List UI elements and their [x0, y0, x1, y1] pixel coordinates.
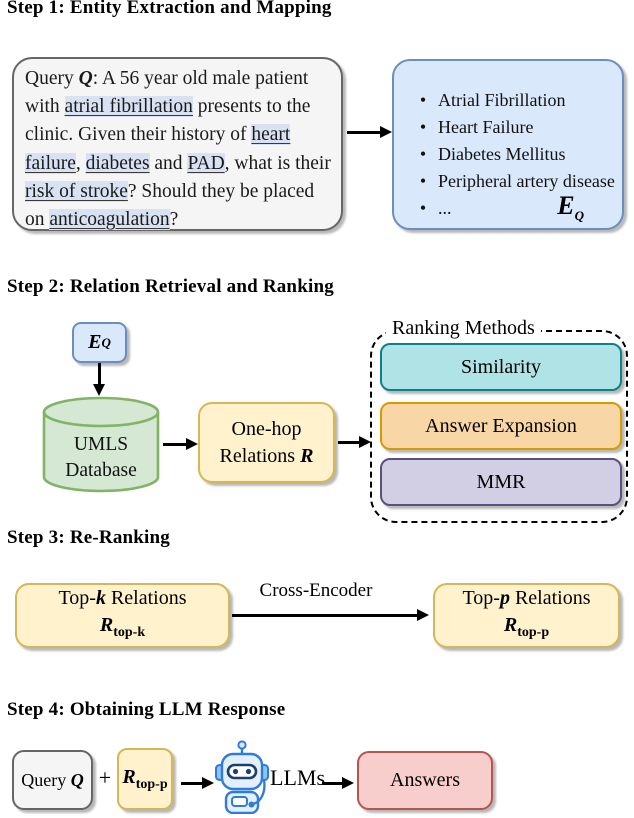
robot-icon: [215, 740, 269, 815]
arrow-query-to-entities: [347, 131, 381, 134]
entity-label: Diabetes Mellitus: [438, 144, 566, 164]
ranking-method-mmr: MMR: [380, 458, 622, 506]
bullet-icon: •: [419, 90, 427, 110]
database-cylinder-icon: [42, 396, 160, 493]
llms-label: LLMs: [270, 765, 325, 790]
entity-list: • Atrial Fibrillation • Heart Failure • Diabe…: [408, 87, 615, 222]
entity-list-item: • Peripheral artery disease: [408, 168, 615, 195]
entity-label: ...: [438, 198, 452, 218]
answers-box: Answers: [357, 751, 493, 810]
topk-relations-box: Top-k Relations Rtop-k: [15, 583, 230, 648]
arrow-onehop-to-ranking: [338, 441, 360, 444]
step2-title: Step 2: Relation Retrieval and Ranking: [7, 276, 334, 297]
highlighted-entity: risk of stroke: [25, 180, 128, 202]
arrow-topk-to-topp: [232, 614, 418, 617]
bullet-icon: •: [419, 144, 427, 164]
query-text-segment: Q: [78, 68, 93, 89]
entity-list-item: • Atrial Fibrillation: [408, 87, 615, 114]
step4-title: Step 4: Obtaining LLM Response: [7, 699, 286, 720]
ranking-methods-title: Ranking Methods: [386, 317, 541, 340]
arrow-eq-to-database: [98, 363, 101, 385]
bullet-icon: •: [419, 171, 427, 191]
query-q-node: Query Q: [12, 750, 93, 810]
bullet-icon: •: [419, 198, 427, 218]
highlighted-entity: diabetes: [85, 152, 150, 174]
ranking-method-similarity: Similarity: [380, 343, 622, 391]
query-text-segment: ? Should they be placed on: [25, 180, 315, 231]
query-text: Query Q: A 56 year old male patient with…: [25, 65, 333, 234]
step1-title: Step 1: Entity Extraction and Mapping: [7, 0, 332, 18]
step3-title: Step 3: Re-Ranking: [7, 527, 171, 548]
entity-list-item: • Diabetes Mellitus: [408, 141, 615, 168]
highlighted-entity: PAD: [187, 152, 225, 174]
arrow-database-to-onehop: [163, 443, 187, 446]
bullet-icon: •: [419, 117, 427, 137]
query-text-segment: : A 56 year old male patient with: [25, 68, 309, 118]
entity-label: Peripheral artery disease: [438, 171, 615, 191]
arrow-inputs-to-llm: [181, 782, 203, 785]
database-label: UMLS Database: [65, 434, 137, 481]
query-text-segment: Query: [25, 68, 79, 89]
ranking-method-answer-expansion: Answer Expansion: [380, 402, 622, 450]
plus-operator: +: [98, 765, 112, 790]
query-text-segment: presents to the clinic. Given their hist…: [25, 96, 311, 146]
topp-relations-box: Top-p Relations Rtop-p: [433, 583, 620, 648]
query-text-segment: ,: [75, 152, 86, 174]
query-text-segment: and: [149, 152, 188, 174]
query-box: Query Q: A 56 year old male patient with…: [12, 57, 343, 231]
cross-encoder-label: Cross-Encoder: [259, 580, 373, 601]
entity-label: Heart Failure: [438, 117, 534, 137]
onehop-relations-box: One-hop Relations R: [198, 402, 335, 483]
query-text-segment: , what is their: [224, 152, 331, 174]
rtopp-node: Rtop-p: [117, 748, 173, 810]
umls-database-cylinder: UMLS Database: [42, 396, 160, 493]
highlighted-entity: atrial fibrillation: [64, 96, 193, 118]
entity-box: • Atrial Fibrillation • Heart Failure • Diabe…: [392, 59, 624, 230]
entity-list-item: • Heart Failure: [408, 114, 615, 141]
entity-set-symbol: EQ: [557, 190, 584, 223]
query-text-segment: ?: [169, 209, 179, 231]
arrow-llm-to-answers: [322, 782, 343, 785]
entity-list-item: •...: [408, 195, 615, 222]
entity-label: Atrial Fibrillation: [438, 90, 566, 110]
highlighted-entity: anticoagulation: [49, 209, 170, 231]
